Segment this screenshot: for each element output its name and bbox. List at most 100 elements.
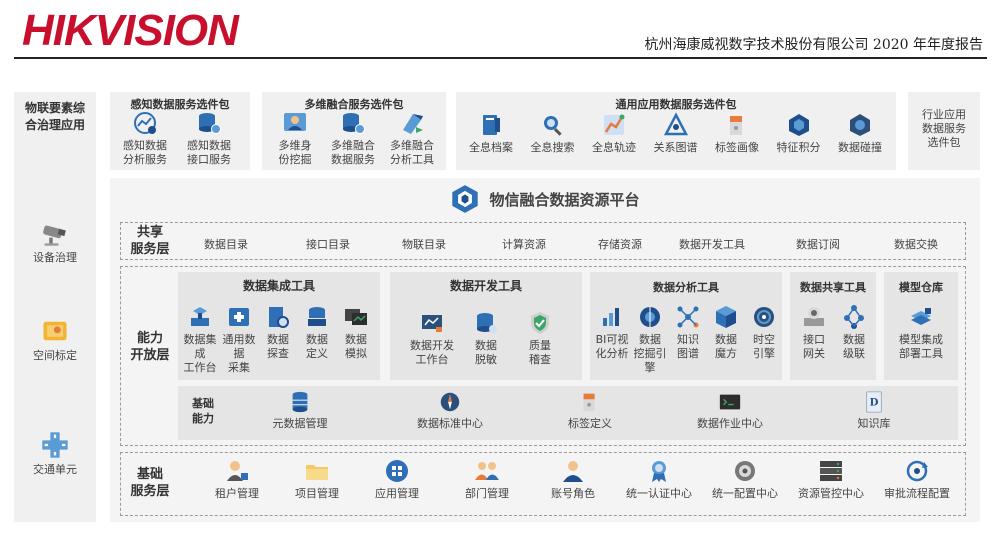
header-divider — [14, 57, 987, 59]
base-layer-box — [120, 452, 966, 516]
left-item-label: 空间标定 — [33, 349, 77, 362]
general-item-label: 关系图谱 — [653, 141, 698, 154]
tenant-icon — [227, 461, 248, 481]
general-item-label: 数据碰撞 — [838, 141, 882, 154]
base-service-item: 部门管理 — [446, 458, 528, 501]
basic-capability-item: D 知识库 — [824, 390, 924, 431]
trajectory-icon — [604, 114, 625, 135]
capability-item-label: 数据 挖掘引擎 — [633, 333, 667, 374]
graph-icon — [663, 112, 688, 136]
basic-capability-item: 标签定义 — [540, 390, 640, 431]
hikvision-logo: HIKVISION — [22, 6, 239, 55]
bi-chart-icon — [603, 308, 619, 326]
capability-item: BI可视 化分析 — [592, 304, 632, 361]
quality-shield-icon — [531, 312, 549, 334]
basic-capability-item-label: 标签定义 — [568, 417, 612, 430]
capability-item-label: 知识 图谱 — [677, 333, 699, 360]
basic-capability-item-label: 元数据管理 — [272, 417, 328, 430]
search-icon — [543, 116, 562, 136]
multidim-package-title: 多维融合服务选件包 — [304, 98, 404, 111]
capability-item-label: BI可视 化分析 — [595, 333, 629, 360]
tag-icon — [583, 393, 595, 412]
model-deploy-icon — [911, 308, 931, 325]
capability-item: 接口 网关 — [794, 304, 834, 361]
general-item-label: 特征积分 — [776, 141, 821, 154]
tag-icon — [730, 116, 742, 135]
base-service-item: 项目管理 — [276, 458, 358, 501]
base-service-item: 审批流程配置 — [876, 458, 958, 501]
capability-item: 数据 挖掘引擎 — [630, 304, 670, 375]
database-gear-icon — [343, 113, 365, 134]
certificate-icon — [652, 461, 666, 482]
capability-item: 时空 引擎 — [744, 304, 784, 361]
sensing-analysis-icon — [134, 112, 156, 134]
capability-item: 数据 级联 — [834, 304, 874, 361]
archive-icon — [483, 115, 500, 135]
capability-item-label: 数据 级联 — [843, 333, 865, 360]
config-gear-icon — [735, 461, 755, 481]
feature-cube-icon — [788, 114, 809, 136]
database-gear-icon — [199, 113, 221, 134]
shared-service-item: 数据目录 — [204, 238, 248, 251]
shared-layer-label: 共享 服务层 — [130, 225, 170, 257]
base-layer-label: 基础 服务层 — [130, 467, 170, 499]
knowledge-book-icon: D — [866, 391, 882, 413]
dev-workbench-icon — [422, 315, 442, 332]
simulate-icon — [345, 309, 367, 325]
group-data-analysis — [590, 272, 782, 380]
perception-item: 感知数据 接口服务 — [178, 110, 240, 167]
analysis-tool-icon — [403, 114, 423, 134]
group-title: 模型仓库 — [899, 281, 943, 294]
left-column-title: 物联要素综 合治理应用 — [24, 101, 85, 132]
basic-capability-item: 数据作业中心 — [680, 390, 780, 431]
metadata-icon — [292, 391, 308, 413]
multidim-item-label: 多维融合 分析工具 — [390, 139, 434, 166]
magic-cube-icon — [716, 306, 736, 328]
define-icon — [308, 307, 326, 326]
group-title: 数据开发工具 — [449, 279, 522, 293]
capability-item: 数据 脱敏 — [458, 310, 514, 367]
industry-package-panel — [908, 92, 980, 170]
base-service-item-label: 项目管理 — [295, 487, 339, 500]
workflow-icon — [906, 460, 928, 482]
perception-package-panel — [110, 92, 250, 170]
base-service-item-label: 资源管控中心 — [798, 487, 864, 500]
perception-package-title: 感知数据服务选件包 — [130, 98, 230, 111]
capability-item: 通用数据 采集 — [219, 304, 259, 375]
multidim-item: 多维融合 数据服务 — [324, 110, 382, 167]
general-item-label: 全息轨迹 — [592, 141, 636, 154]
multidim-item-label: 多维身 份挖掘 — [278, 139, 312, 166]
group-title: 数据共享工具 — [800, 281, 866, 294]
capability-item-label: 接口 网关 — [803, 333, 825, 360]
platform-logo-icon — [452, 185, 479, 213]
general-item: 全息轨迹 — [585, 112, 643, 155]
left-item-label: 交通单元 — [33, 463, 77, 476]
shared-service-item: 数据开发工具 — [679, 238, 745, 251]
left-item-label: 设备治理 — [33, 251, 77, 264]
capability-layer-box — [120, 266, 966, 446]
explore-icon — [269, 307, 289, 328]
basic-capability-label: 基础 能力 — [192, 397, 214, 425]
general-item-label: 全息档案 — [469, 141, 513, 154]
capability-item-label: 质量 稽查 — [529, 339, 551, 366]
camera-icon — [43, 225, 66, 246]
multidim-item: 多维融合 分析工具 — [382, 110, 442, 167]
mining-engine-icon — [640, 307, 660, 327]
general-item-label: 全息搜索 — [530, 141, 575, 154]
server-icon — [820, 461, 842, 481]
capability-item: 模型集成 部署工具 — [886, 304, 956, 361]
capability-item-label: 数据集成 工作台 — [183, 333, 217, 374]
capability-item: 质量 稽查 — [512, 310, 568, 367]
shared-service-item: 物联目录 — [402, 238, 446, 251]
capability-item-label: 数据 脱敏 — [475, 339, 497, 366]
report-title: 杭州海康威视数字技术股份有限公司 2020 年年度报告 — [644, 37, 983, 53]
base-service-item: 资源管控中心 — [790, 458, 872, 501]
general-item: 全息档案 — [462, 112, 520, 155]
group-title: 数据集成工具 — [242, 279, 315, 293]
base-service-item-label: 应用管理 — [375, 487, 419, 500]
collect-icon — [229, 308, 249, 326]
basic-capability-item-label: 知识库 — [857, 417, 891, 430]
base-service-item-label: 统一配置中心 — [712, 487, 778, 500]
database-shield-icon — [477, 313, 497, 333]
capability-item: 数据 定义 — [297, 304, 337, 361]
